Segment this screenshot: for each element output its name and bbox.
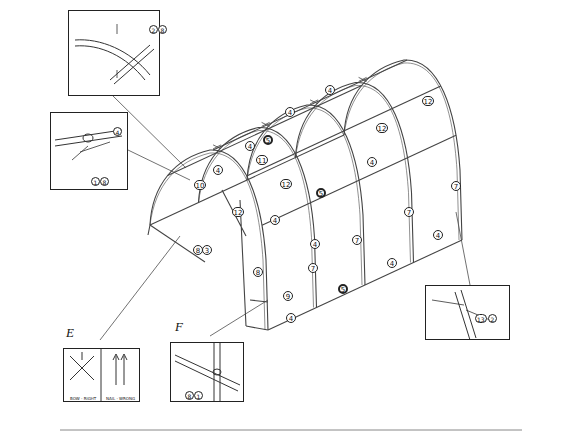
joint bbox=[213, 369, 221, 375]
arch-bow-edge bbox=[296, 85, 411, 262]
callout-number: 2 bbox=[149, 25, 158, 34]
brace bbox=[175, 355, 240, 391]
tube bbox=[55, 130, 122, 146]
callout-number: 1 bbox=[194, 391, 203, 400]
detail-note: NAIL - WRONG bbox=[106, 396, 135, 401]
callout-number: 9 bbox=[283, 291, 293, 301]
callout-number: 7 bbox=[352, 235, 362, 245]
callout-number: 3 bbox=[202, 245, 212, 255]
arch-bow bbox=[150, 150, 268, 330]
callout-number: 7 bbox=[404, 207, 414, 217]
brace-mark bbox=[310, 100, 318, 104]
callout-number: 7 bbox=[308, 263, 318, 273]
arch-bow bbox=[296, 82, 414, 262]
callout-number: 8 bbox=[253, 267, 263, 277]
arch-bow-edge bbox=[344, 63, 459, 240]
rule bbox=[60, 430, 522, 431]
tube bbox=[75, 46, 145, 80]
callout-number: 1 bbox=[91, 177, 100, 186]
callout-number: 8 bbox=[100, 177, 109, 186]
brace-mark bbox=[262, 122, 270, 126]
leader-line bbox=[100, 95, 470, 340]
arch-bow bbox=[199, 127, 317, 307]
arch-bow bbox=[344, 60, 462, 240]
callout-number: 8 bbox=[185, 391, 194, 400]
post bbox=[214, 342, 220, 402]
callout-number: 4 bbox=[285, 107, 295, 117]
tube bbox=[75, 40, 150, 75]
callout-number: 12 bbox=[376, 123, 389, 133]
arch-bow bbox=[247, 105, 365, 285]
end-frame bbox=[148, 225, 268, 330]
callout-number: 12 bbox=[232, 207, 245, 217]
joint bbox=[83, 134, 93, 142]
detail-note: BOW - RIGHT bbox=[70, 396, 96, 401]
brace-mark bbox=[213, 145, 221, 149]
callout-number: 12 bbox=[422, 96, 435, 106]
bolt bbox=[72, 142, 110, 160]
callout-number: 4 bbox=[213, 165, 223, 175]
callout-number: 11 bbox=[256, 155, 269, 165]
detail-inset: 132 bbox=[425, 285, 510, 340]
callout-number: 4 bbox=[387, 258, 397, 268]
callout-number: 13 bbox=[475, 314, 487, 323]
detail-inset: 4 18 bbox=[50, 112, 128, 190]
tube bbox=[110, 45, 154, 84]
callout-number: 5 bbox=[263, 135, 273, 145]
callout-number: 2 bbox=[488, 314, 497, 323]
callout-number: 7 bbox=[451, 181, 461, 191]
purlin bbox=[150, 135, 344, 225]
purlin bbox=[247, 86, 441, 176]
detail-inset: F81 bbox=[170, 342, 244, 402]
callout-number: 4 bbox=[433, 230, 443, 240]
purlin bbox=[213, 60, 407, 150]
callout-number: 4 bbox=[325, 85, 335, 95]
purlin bbox=[262, 135, 456, 225]
detail-letter: E bbox=[66, 325, 74, 341]
callout-number: 12 bbox=[280, 179, 293, 189]
nail-straight bbox=[113, 354, 127, 385]
detail-inset: EBOW - RIGHTNAIL - WRONG bbox=[63, 348, 140, 402]
detail-letter: F bbox=[175, 319, 183, 335]
inset-art bbox=[55, 24, 490, 402]
callout-number: 10 bbox=[194, 180, 207, 190]
detail-inset: 28 bbox=[68, 10, 160, 96]
callout-number: 8 bbox=[158, 25, 167, 34]
brace-mark bbox=[359, 77, 367, 81]
frame bbox=[148, 60, 462, 330]
callout-number: 5 bbox=[338, 284, 348, 294]
callout-number: 4 bbox=[367, 157, 377, 167]
callout-number: 4 bbox=[113, 127, 122, 136]
divider bbox=[101, 348, 102, 402]
callout-number: 4 bbox=[286, 313, 296, 323]
arch-bow-edge bbox=[247, 108, 362, 285]
nail-x bbox=[70, 352, 94, 380]
callout-number: 4 bbox=[245, 141, 255, 151]
callout-number: 4 bbox=[310, 239, 320, 249]
end-frame bbox=[150, 190, 268, 326]
purlin bbox=[168, 86, 362, 176]
bolt bbox=[117, 24, 118, 78]
callout-number: 4 bbox=[270, 215, 280, 225]
post bbox=[455, 290, 476, 340]
